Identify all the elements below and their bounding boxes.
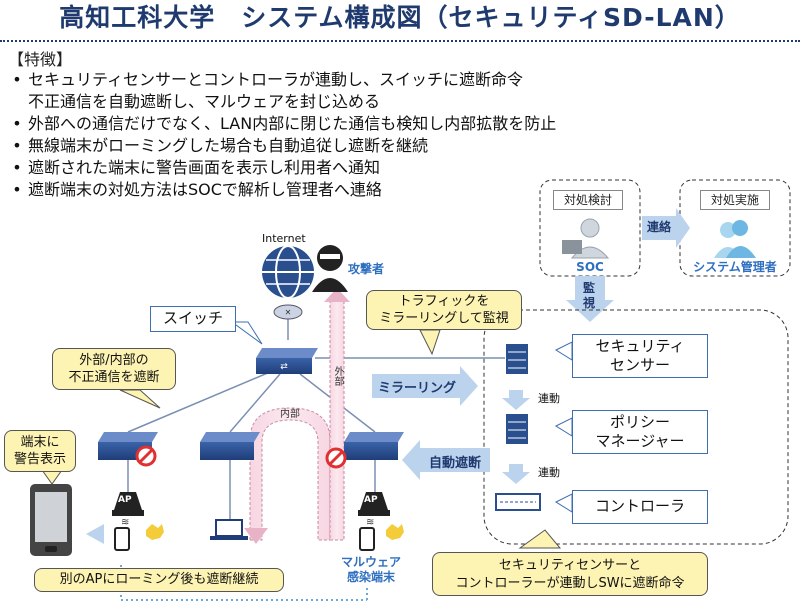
soc-group xyxy=(539,179,641,277)
mirroring-arrow xyxy=(372,366,478,406)
policy-server-icon xyxy=(506,414,528,444)
edge-switch-icon xyxy=(200,432,260,460)
internet-globe-icon: ✕ xyxy=(262,245,314,320)
core-switch-icon: ⇄ xyxy=(256,348,318,374)
svg-text:≋: ≋ xyxy=(121,517,129,528)
block-note: 外部/内部の 不正通信を遮断 xyxy=(52,348,176,390)
feature-item: •セキュリティセンサーとコントローラが連動し、スイッチに遮断命令 xyxy=(6,69,556,91)
security-summary-note: セキュリティセンサーと コントローラーが連動しSWに遮断命令 xyxy=(432,552,708,596)
auto-block-label: 自動遮断 xyxy=(428,456,481,471)
warning-note: 端末に 警告表示 xyxy=(4,430,76,472)
malware-icon xyxy=(386,524,404,540)
svg-text:⇄: ⇄ xyxy=(280,362,288,372)
feature-item: •外部への通信だけでなく、LAN内部に閉じた通信も検知し内部拡散を防止 xyxy=(6,113,556,135)
internal-traffic-arrow xyxy=(249,407,331,541)
bullet-icon: • xyxy=(12,70,22,89)
block-icon xyxy=(325,447,347,469)
mirroring-label: ミラーリング xyxy=(377,381,456,396)
bullet-icon: • xyxy=(12,136,22,155)
monitor-label-2: 視 xyxy=(583,296,596,310)
policy-box: ポリシー マネージャー xyxy=(572,410,708,454)
svg-text:≋: ≋ xyxy=(366,517,374,528)
monitor-label-1: 監 xyxy=(583,281,596,295)
feature-item: •遮断された端末に警告画面を表示し利用者へ通知 xyxy=(6,157,556,179)
link-label: 連動 xyxy=(538,392,560,405)
smartphone-icon: ≋ xyxy=(359,517,375,551)
admin-name: システム管理者 xyxy=(693,260,777,274)
external-traffic-arrow xyxy=(329,299,345,541)
laptop-icon xyxy=(210,519,248,540)
sensor-box: セキュリティ センサー xyxy=(572,334,708,378)
edge-switch-icon xyxy=(344,432,404,460)
external-label: 外部 xyxy=(332,366,343,386)
auto-block-arrow xyxy=(402,440,490,480)
internet-label: Internet xyxy=(262,232,306,245)
page-title: 高知工科大学 システム構成図（セキュリティSD-LAN） xyxy=(59,3,741,32)
svg-text:✕: ✕ xyxy=(285,308,292,317)
malware-icon xyxy=(146,524,164,540)
security-group xyxy=(483,309,789,545)
access-point-icon xyxy=(358,492,390,516)
contact-arrow xyxy=(642,208,690,248)
features-list: •セキュリティセンサーとコントローラが連動し、スイッチに遮断命令 不正通信を自動… xyxy=(6,69,556,201)
smartphone-icon: ≋ xyxy=(114,517,130,551)
switch-label: スイッチ xyxy=(150,306,236,332)
internal-label: 内部 xyxy=(280,409,300,420)
attacker-label: 攻撃者 xyxy=(348,262,385,276)
tablet-icon xyxy=(30,484,72,556)
link-arrow xyxy=(502,464,530,484)
soc-operator-icon xyxy=(562,218,610,259)
roaming-note: 別のAPにローミング後も遮断継続 xyxy=(34,568,284,592)
malware-label: マルウェア 感染端末 xyxy=(340,555,401,584)
link-label: 連動 xyxy=(538,466,560,479)
soc-task-label: 対処検討 xyxy=(553,190,623,210)
link-arrow xyxy=(502,390,530,410)
controller-icon xyxy=(495,493,541,511)
feature-item: 不正通信を自動遮断し、マルウェアを封じ込める xyxy=(28,92,381,111)
features-heading: 【特徴】 xyxy=(8,50,73,69)
soc-name: SOC xyxy=(576,260,604,274)
ap-label: AP xyxy=(118,495,132,505)
feature-item: •遮断端末の対処方法はSOCで解析し管理者へ連絡 xyxy=(6,179,556,201)
controller-box: コントローラ xyxy=(572,490,708,524)
bullet-icon: • xyxy=(12,180,22,199)
admin-icon xyxy=(714,220,756,258)
internal-arrow-head xyxy=(244,528,268,544)
roaming-arrow xyxy=(86,524,104,544)
contact-label: 連絡 xyxy=(646,220,671,234)
ap-label: AP xyxy=(364,495,378,505)
feature-item: •無線端末がローミングした場合も自動追従し遮断を継続 xyxy=(6,135,556,157)
block-icon xyxy=(135,445,157,467)
access-point-icon xyxy=(112,492,144,516)
attacker-icon xyxy=(312,245,348,292)
bullet-icon: • xyxy=(12,158,22,177)
title-divider xyxy=(0,40,800,42)
admin-task-label: 対処実施 xyxy=(700,190,770,210)
sensor-server-icon xyxy=(506,344,528,374)
bullet-icon: • xyxy=(12,114,22,133)
external-arrow-head xyxy=(324,288,350,302)
traffic-mirror-note: トラフィックを ミラーリングして監視 xyxy=(366,290,522,330)
